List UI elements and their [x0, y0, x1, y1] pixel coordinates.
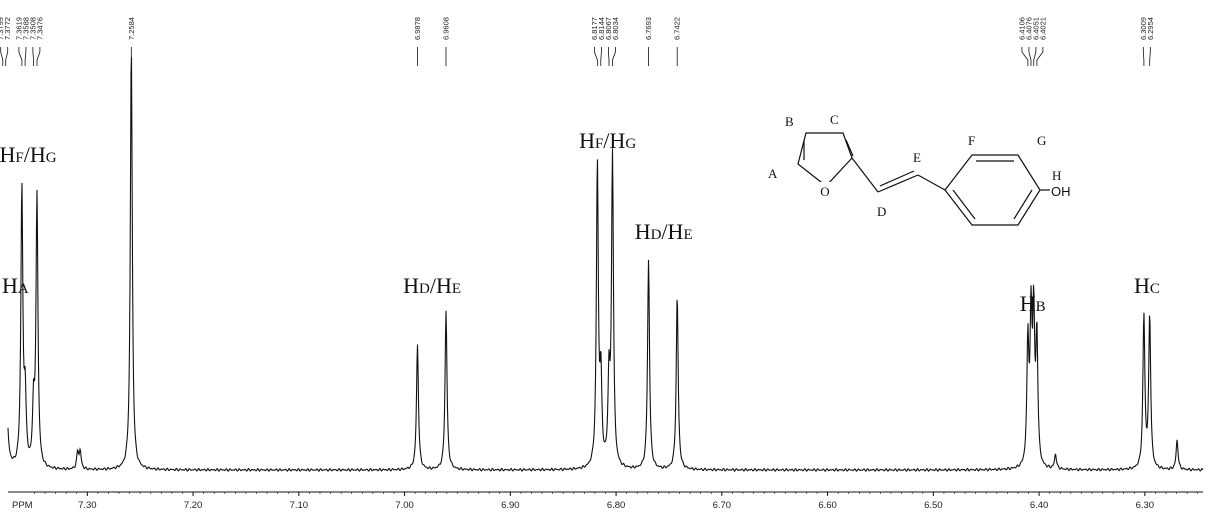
x-tick-label: 6.80: [607, 500, 626, 511]
peak-pick-leader: [600, 47, 602, 66]
peak-pick-leader: [594, 47, 598, 66]
x-tick-label: 6.70: [713, 500, 732, 511]
peak-pick-leader: [1028, 47, 1032, 66]
atom-label-d: D: [877, 204, 886, 219]
x-tick-label: 7.20: [184, 500, 203, 511]
atom-label-a: A: [768, 166, 778, 181]
peak-pick-leader: [1149, 47, 1151, 66]
vinyl-double-bond: [877, 174, 919, 193]
atom-label-f: F: [968, 133, 975, 148]
peak-pick-leader: [5, 47, 9, 66]
peak-pick-leader: [36, 47, 41, 66]
peak-pick-label: 6.8177: [590, 17, 599, 40]
furan-ring: [797, 132, 853, 187]
peak-assignment-label: HA: [2, 273, 29, 298]
peak-pick-label: 6.3009: [1139, 17, 1148, 40]
peak-pick-label: 6.9608: [442, 17, 451, 40]
peak-pick-leader: [24, 47, 27, 66]
x-tick-label: 6.40: [1030, 500, 1049, 511]
peak-pick-leader: [0, 47, 4, 66]
atom-label-h: H: [1052, 168, 1061, 183]
peak-pick-leader: [18, 47, 23, 66]
peak-assignment-label: HF/HG: [0, 142, 57, 167]
ppm-axis: PPM 7.30 7.20 7.10 7.00 6.90 6.80 6.70 6.60 6.50 6…: [8, 491, 1203, 511]
ring-oxygen-label: O: [820, 184, 829, 199]
x-tick-label: 7.30: [78, 500, 97, 511]
peak-pick-label: 6.8034: [611, 17, 620, 40]
peak-pick-label: 7.3799: [0, 17, 5, 40]
x-tick-label: 7.00: [395, 500, 414, 511]
atom-label-g: G: [1037, 133, 1046, 148]
x-axis-unit-label: PPM: [12, 500, 33, 511]
peak-pick-label: 6.4051: [1031, 17, 1040, 40]
peak-assignment-label: HC: [1134, 273, 1160, 298]
peak-pick-label: 6.4076: [1024, 17, 1033, 40]
peak-pick-leader: [1021, 47, 1029, 66]
peak-pick-leader: [32, 47, 34, 66]
peak-pick-leader: [1036, 47, 1044, 66]
peak-pick-label: 7.3619: [14, 17, 23, 40]
x-tick-label: 6.60: [818, 500, 837, 511]
peak-pick-label: 6.2954: [1146, 17, 1155, 40]
phenol-ring: [944, 154, 1041, 226]
hydroxyl-label: OH: [1051, 184, 1071, 199]
peak-pick-label: 6.4021: [1038, 17, 1047, 40]
peak-pick-label: 7.3588: [21, 17, 30, 40]
molecule-structure: O A B C D E F G H OH: [768, 112, 1071, 226]
vinyl-bond-1: [851, 157, 879, 193]
peak-pick-label: 7.3476: [35, 17, 44, 40]
peak-pick-leader: [612, 47, 616, 66]
atom-label-e: E: [913, 150, 921, 165]
peak-pick-leader: [608, 47, 610, 66]
peak-pick-label: 6.8144: [597, 17, 606, 40]
atom-label-c: C: [830, 112, 839, 127]
x-tick-label: 7.10: [290, 500, 309, 511]
vinyl-double-bond-inner: [879, 170, 915, 187]
peak-pick-leader: [1033, 47, 1037, 66]
peak-assignment-label: HF/HG: [579, 128, 636, 153]
vinyl-bond-2: [917, 174, 946, 191]
peak-pick-label: 7.3772: [3, 17, 12, 40]
atom-label-b: B: [785, 114, 794, 129]
peak-pick-label: 6.7693: [644, 17, 653, 40]
peak-pick-label: 7.3508: [28, 17, 37, 40]
peak-assignment-label: HD/HE: [403, 273, 461, 298]
peak-pick-label: 7.2584: [127, 17, 136, 40]
peak-assignment-label: HD/HE: [635, 219, 693, 244]
peak-pick-label: 6.8067: [604, 17, 613, 40]
spectrum-trace: [7, 57, 1204, 472]
phenol-double-bond-2: [1013, 189, 1033, 220]
x-tick-label: 6.30: [1136, 500, 1155, 511]
peak-pick-label: 6.9878: [413, 17, 422, 40]
x-tick-label: 6.90: [501, 500, 520, 511]
peak-pick-leader: [1142, 47, 1145, 66]
peak-pick-label: 6.7422: [673, 17, 682, 40]
phenol-double-bond-3: [952, 189, 976, 220]
furan-double-bond-2: [845, 139, 854, 157]
x-tick-label: 6.50: [924, 500, 943, 511]
peak-pick-label: 6.4106: [1017, 17, 1026, 40]
